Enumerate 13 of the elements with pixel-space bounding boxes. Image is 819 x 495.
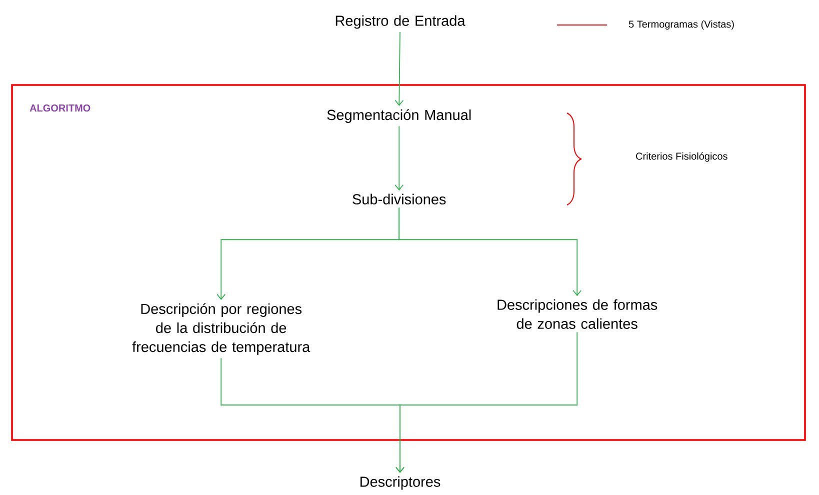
annotation-text: Criterios Fisiológicos: [636, 152, 728, 162]
arrow: [396, 332, 578, 474]
process-text: Segmentación Manual: [327, 109, 471, 123]
process-text: Descripción por regiones de la distribución de frecuencias de temperatura: [132, 303, 310, 355]
arrow: [394, 32, 404, 106]
process-text: Descripciones de formas de zonas calientes: [498, 299, 658, 329]
step-text: Registro de Entrada: [336, 15, 466, 29]
legend-text: 5 Termogramas (Vistas): [628, 20, 734, 30]
arrow: [394, 126, 404, 191]
process-text: Sub-divisiones: [352, 194, 446, 204]
step-text: Descriptores: [360, 476, 440, 490]
frame-heading: ALGORITMO: [30, 104, 90, 112]
arrow: [398, 207, 582, 296]
